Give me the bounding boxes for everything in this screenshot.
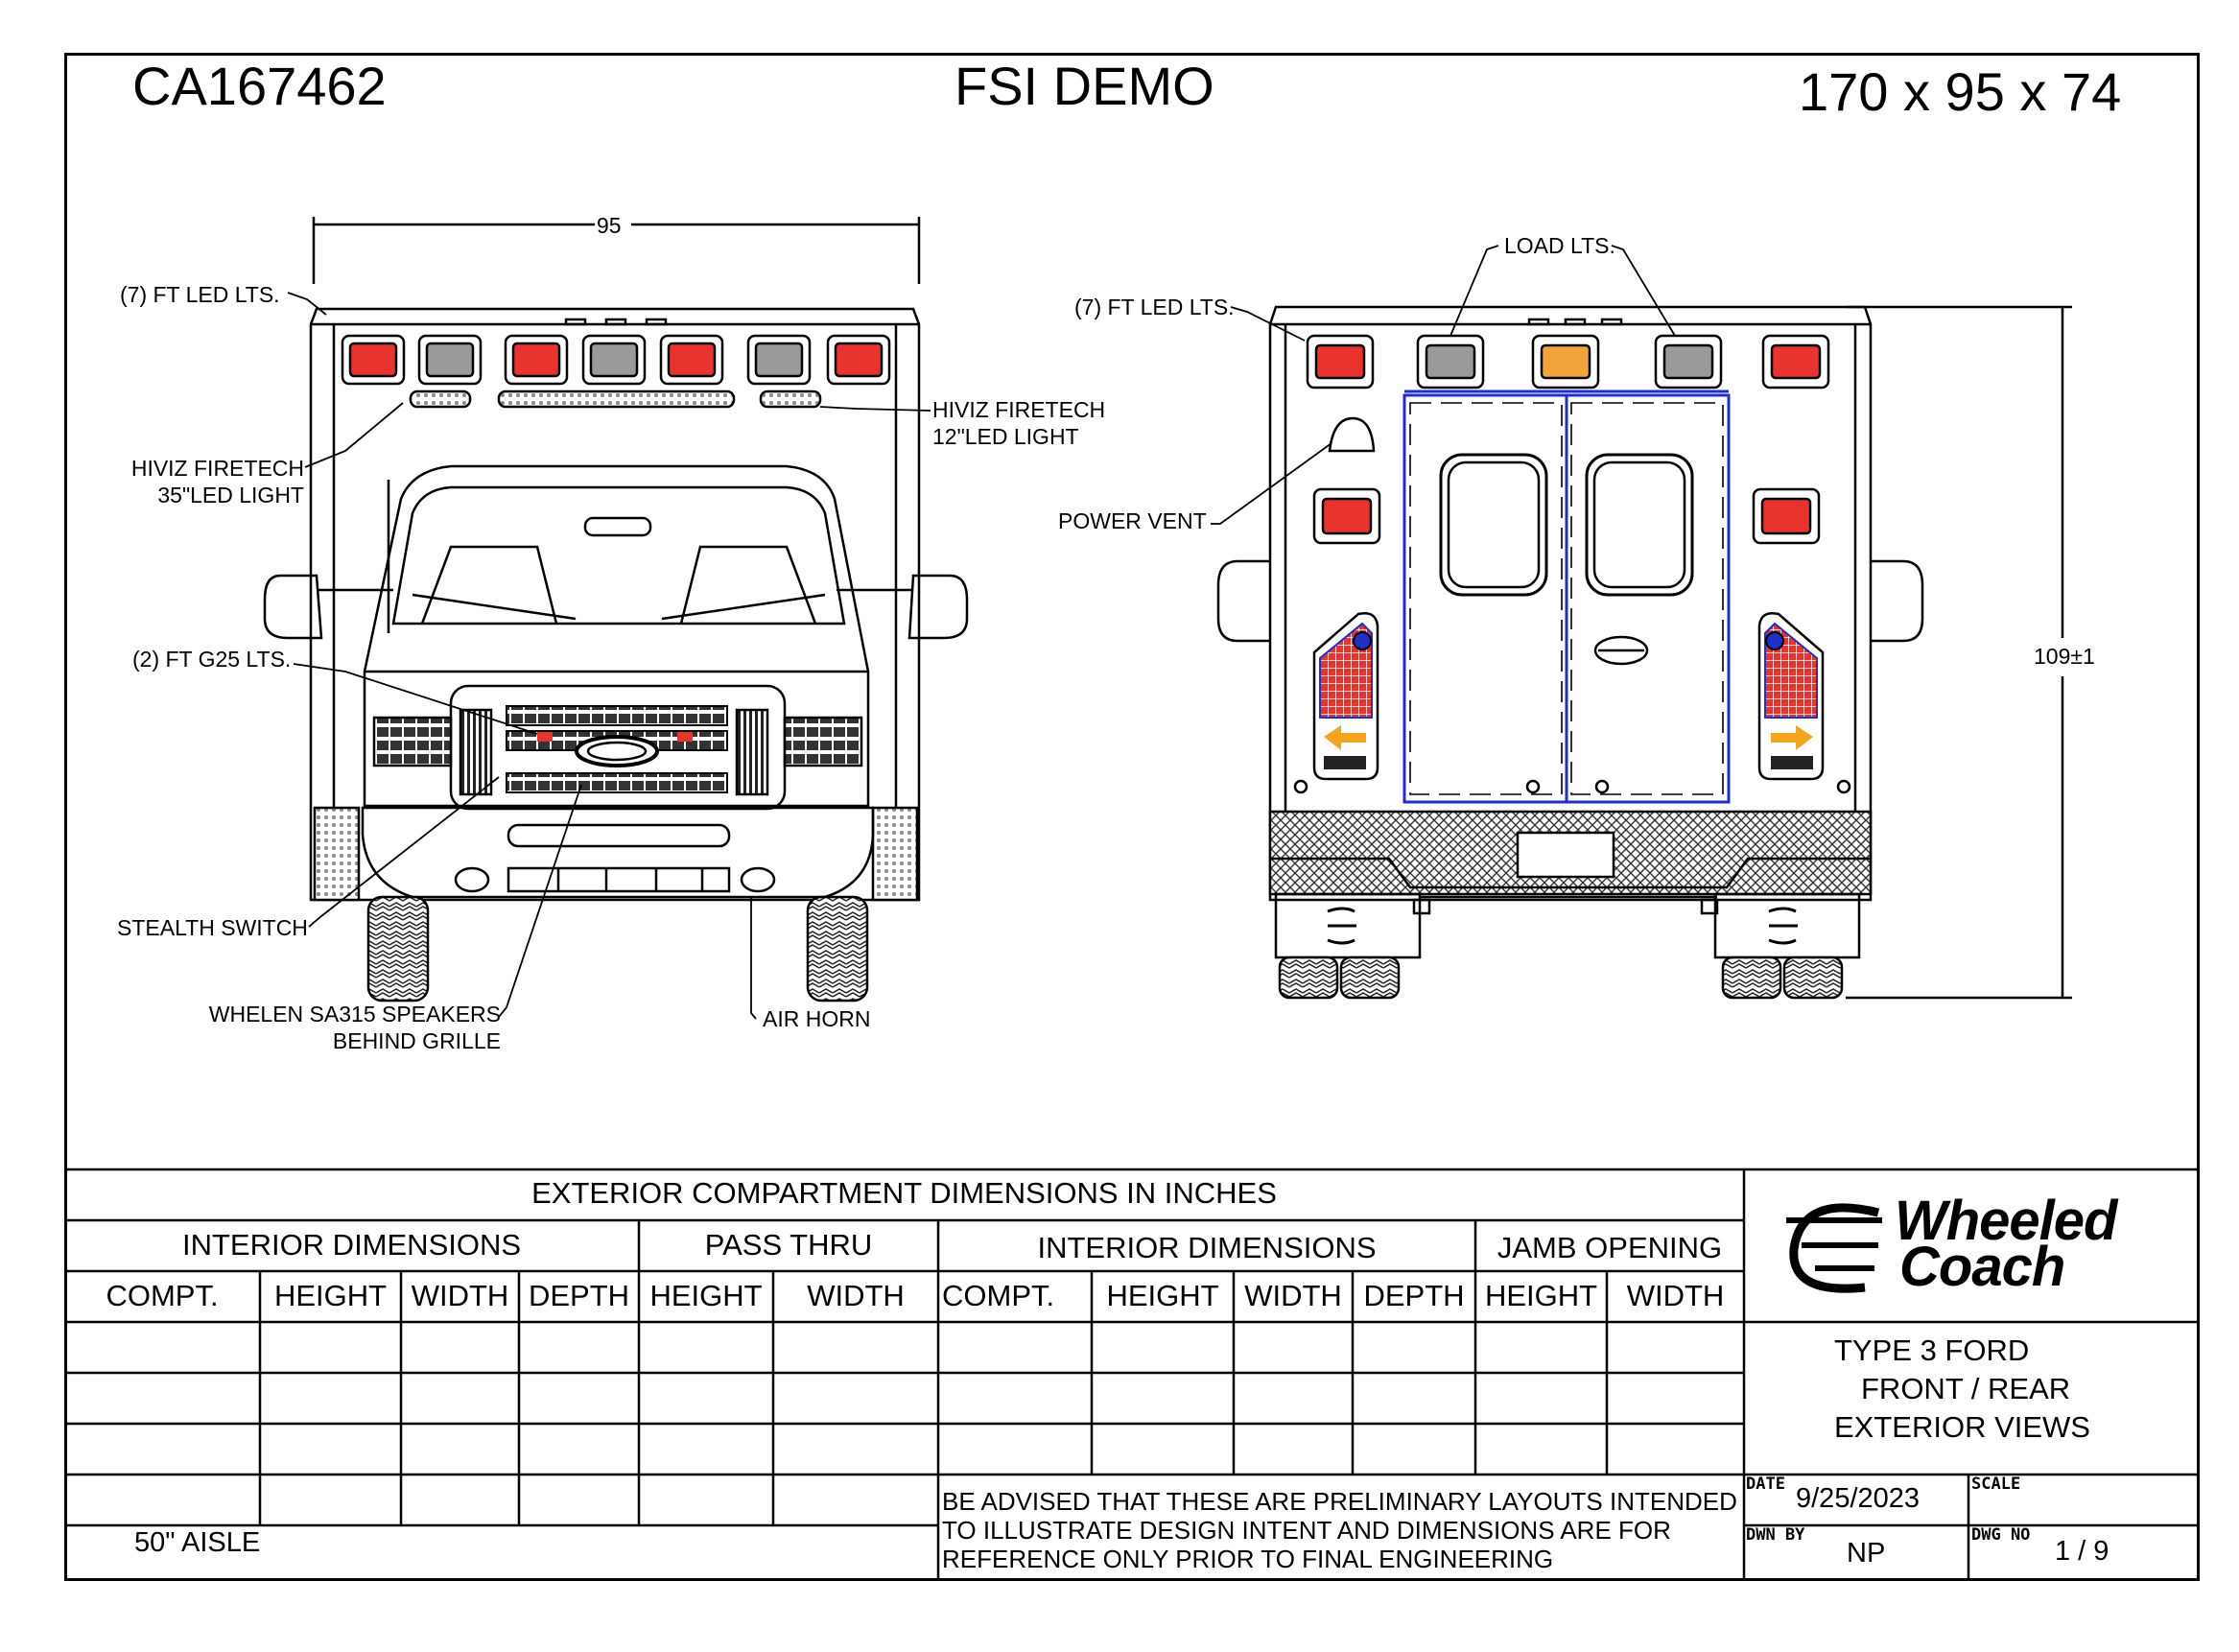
g25-lights-label: (2) FT G25 LTS.	[132, 647, 292, 672]
stealth-switch-label: STEALTH SWITCH	[117, 915, 308, 940]
description-line3: EXTERIOR VIEWS	[1834, 1410, 2090, 1444]
drawn-by-value: NP	[1847, 1538, 1886, 1569]
front-led-lights	[341, 334, 891, 386]
wheeled-coach-logo-emblem	[1786, 1203, 1882, 1293]
col-width-left: WIDTH	[411, 1279, 509, 1312]
date-value: 9/25/2023	[1796, 1483, 1921, 1514]
left-interior-dims-header: INTERIOR DIMENSIONS	[181, 1228, 522, 1262]
front-width-dimension: 95	[597, 213, 622, 238]
load-lights-label: LOAD LTS.	[1504, 233, 1615, 258]
col-depth-left: DEPTH	[528, 1279, 630, 1312]
air-horn-label: AIR HORN	[763, 1006, 871, 1031]
col-jamb-width: WIDTH	[1626, 1279, 1725, 1312]
job-number: CA167462	[132, 56, 387, 116]
dimension-table-grid	[64, 1168, 2200, 1581]
description-line1: TYPE 3 FORD	[1834, 1333, 2030, 1367]
aisle-note: 50" AISLE	[134, 1527, 261, 1558]
description-line2: FRONT / REAR	[1861, 1372, 2071, 1405]
col-pass-height: HEIGHT	[649, 1279, 763, 1312]
disclaimer-line2: TO ILLUSTRATE DESIGN INTENT AND DIMENSIO…	[942, 1516, 1671, 1545]
jamb-opening-header: JAMB OPENING	[1497, 1231, 1723, 1264]
logo-wordmark-line2: Coach	[1899, 1236, 2065, 1298]
rear-led-lights	[1306, 334, 1830, 545]
logo-wordmark-line1: Wheeled	[1895, 1190, 2117, 1252]
disclaimer-line3: REFERENCE ONLY PRIOR TO FINAL ENGINEERIN…	[942, 1545, 1554, 1573]
rear-view	[1211, 245, 2072, 1000]
drawn-by-label: DWN BY	[1746, 1525, 1805, 1545]
col-jamb-height: HEIGHT	[1484, 1279, 1598, 1312]
hiviz-35-label-line2: 35"LED LIGHT	[157, 483, 304, 507]
rear-ft-led-label: (7) FT LED LTS.	[1074, 295, 1235, 319]
speakers-label-line1: WHELEN SA315 SPEAKERS	[208, 1002, 501, 1027]
table-title: EXTERIOR COMPARTMENT DIMENSIONS IN INCHE…	[531, 1176, 1277, 1210]
hiviz-35-label-line1: HIVIZ FIRETECH	[130, 456, 304, 481]
speakers-label-line2: BEHIND GRILLE	[332, 1028, 501, 1053]
drawing-title: FSI DEMO	[955, 56, 1214, 116]
scale-label: SCALE	[1971, 1475, 2021, 1494]
drawing-number-value: 1 / 9	[2055, 1536, 2109, 1567]
power-vent-label: POWER VENT	[1058, 508, 1207, 533]
front-ft-led-label: (7) FT LED LTS.	[120, 282, 280, 307]
pass-thru-header: PASS THRU	[704, 1228, 873, 1262]
col-height-left: HEIGHT	[273, 1279, 388, 1312]
col-compt-left: COMPT.	[106, 1279, 219, 1312]
col-depth-right: DEPTH	[1363, 1279, 1465, 1312]
drawing-number-label: DWG NO	[1971, 1525, 2031, 1545]
col-width-right: WIDTH	[1244, 1279, 1342, 1312]
rear-height-dimension: 109±1	[2034, 644, 2095, 669]
col-compt-right: COMPT.	[942, 1279, 1055, 1312]
front-view	[263, 217, 969, 1020]
col-pass-width: WIDTH	[807, 1279, 905, 1312]
date-label: DATE	[1746, 1475, 1785, 1494]
col-height-right: HEIGHT	[1106, 1279, 1219, 1312]
overall-dimensions: 170 x 95 x 74	[1799, 61, 2122, 122]
hiviz-12-label-line1: HIVIZ FIRETECH	[932, 397, 1106, 422]
right-interior-dims-header: INTERIOR DIMENSIONS	[1037, 1231, 1377, 1264]
disclaimer-line1: BE ADVISED THAT THESE ARE PRELIMINARY LA…	[942, 1487, 1737, 1516]
drawing-border	[64, 53, 2200, 1581]
hiviz-12-label-line2: 12"LED LIGHT	[932, 424, 1079, 449]
